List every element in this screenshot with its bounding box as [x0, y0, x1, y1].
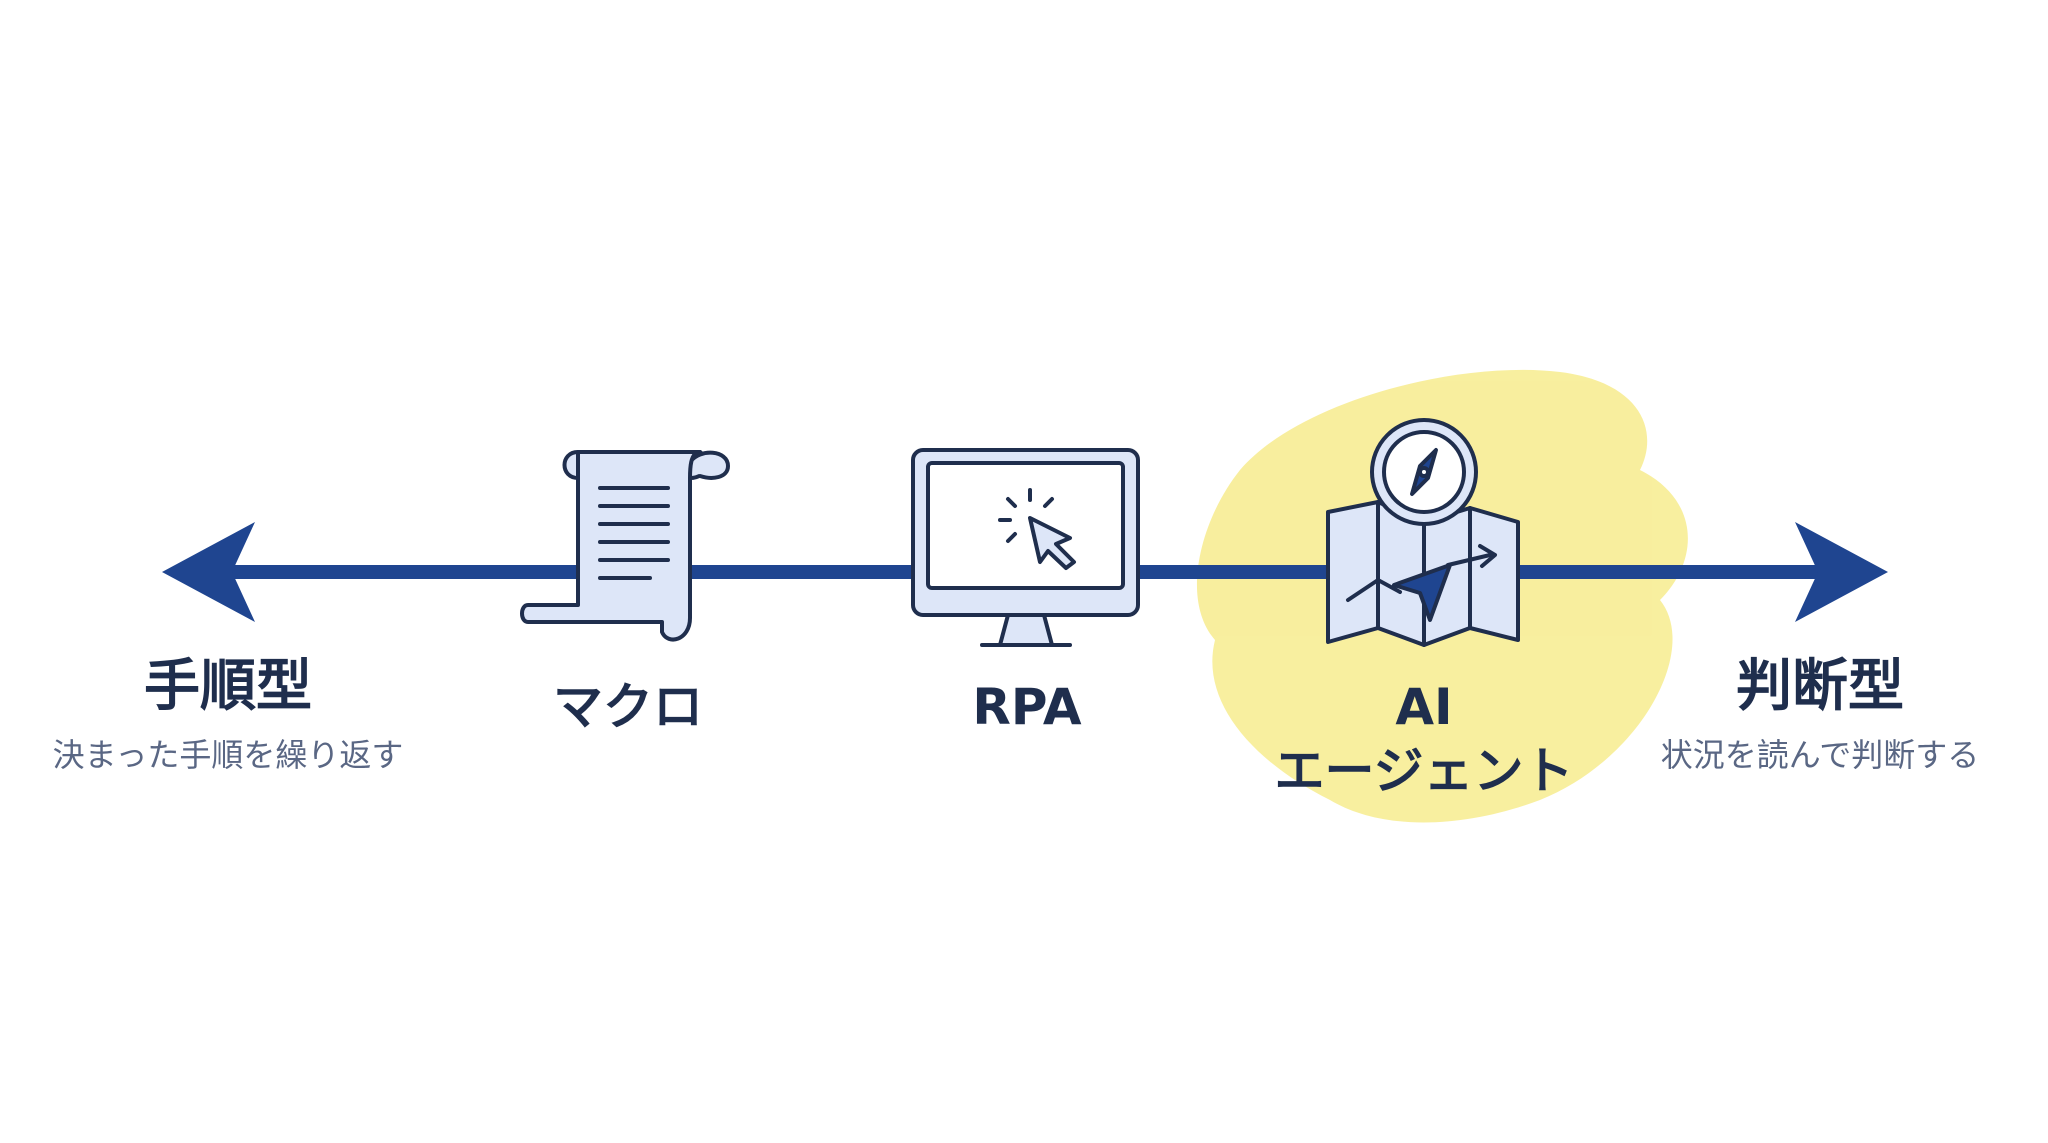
node-label-rpa: RPA	[972, 678, 1082, 736]
left-pole-subtitle: 決まった手順を繰り返す	[52, 736, 404, 774]
left-pole-title: 手順型	[144, 654, 312, 719]
right-pole-subtitle: 状況を読んで判断する	[1660, 736, 1980, 774]
node-label-macro: マクロ	[553, 678, 703, 736]
left-arrowhead	[162, 522, 255, 622]
map-compass-icon	[1326, 418, 1520, 647]
node-label-ai-line2: エージェント	[1274, 742, 1574, 800]
monitor-cursor-icon	[911, 448, 1140, 647]
scroll-document-icon	[520, 450, 730, 642]
right-arrowhead	[1795, 522, 1888, 622]
right-pole-title: 判断型	[1736, 654, 1904, 719]
node-label-ai-line1: AI	[1395, 678, 1453, 736]
